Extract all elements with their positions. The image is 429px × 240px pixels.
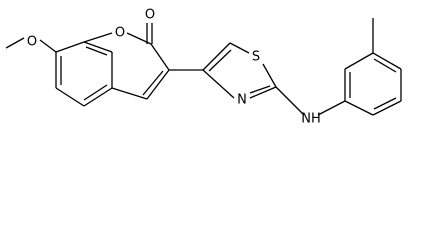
bond-c8-c8a bbox=[55, 41, 85, 53]
bond-c3-c4-inner bbox=[142, 70, 164, 96]
bond-ar-c2-c3 bbox=[372, 100, 402, 116]
methoxy-oxygen-label: O bbox=[27, 35, 37, 50]
bond-ar-c4-c5 bbox=[372, 52, 402, 70]
carbonyl-oxygen-label: O bbox=[145, 8, 155, 23]
bond-c4a-c8a bbox=[83, 41, 113, 53]
bond-o-c8 bbox=[39, 39, 57, 53]
ring-oxygen-label: O bbox=[115, 26, 125, 41]
bond-th-c4-c5 bbox=[202, 42, 231, 71]
bond-th-c4-c5-double bbox=[208, 49, 232, 72]
thiazole-nitrogen-label: N bbox=[237, 93, 247, 108]
bond-c6-c5-inner bbox=[83, 84, 108, 101]
chemical-structure-drawing: O O O S N NH bbox=[5, 8, 402, 127]
bond-c4a-c8a-inner bbox=[85, 46, 108, 56]
bond-th-s-c2 bbox=[262, 63, 277, 88]
bond-c8a-o1 bbox=[83, 32, 113, 43]
bond-methyl-o bbox=[5, 37, 25, 49]
thiazole-sulfur-label: S bbox=[252, 50, 260, 65]
bond-th-n-c4 bbox=[202, 69, 235, 99]
bond-ar-c4-c5-inner bbox=[373, 58, 397, 73]
amine-nh-label: NH bbox=[301, 112, 321, 127]
bond-ar-c1-c2 bbox=[344, 100, 374, 116]
bond-c6-c5 bbox=[83, 87, 113, 107]
bond-ar-c2-c3-inner bbox=[373, 97, 397, 110]
bond-c2-nh bbox=[275, 86, 305, 116]
bond-th-c5-s bbox=[229, 42, 250, 54]
bond-c3-c4 bbox=[146, 69, 170, 100]
bond-lines bbox=[5, 18, 402, 116]
bond-nh-aryl bbox=[317, 100, 346, 116]
bond-c7-c6 bbox=[55, 87, 85, 107]
bond-c2-c3 bbox=[150, 43, 170, 71]
bond-th-c2-n bbox=[249, 86, 277, 99]
bond-c4-c4a bbox=[111, 87, 148, 100]
bond-ar-c5-c6 bbox=[344, 52, 374, 70]
bond-th-c2-n-double bbox=[249, 85, 271, 94]
